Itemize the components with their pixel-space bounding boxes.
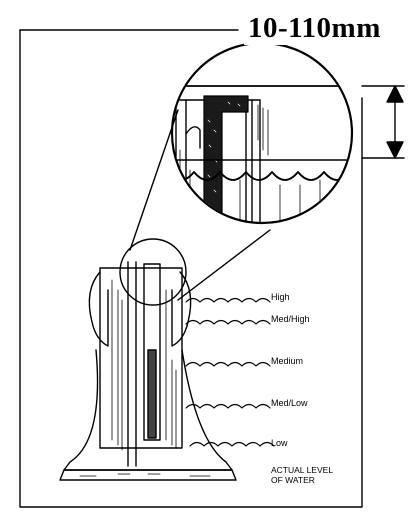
wave-med-low [185,403,271,409]
float-stem-texture [207,101,241,193]
measurement-range-label: 10-110mm [244,12,385,45]
gauge-wing-left [88,271,109,347]
inner-wall [245,99,253,222]
caption-line-2: OF WATER [271,475,315,485]
magnifier-leader-left [129,109,179,251]
frame [19,29,363,508]
base-markings [79,473,211,477]
float-indicator [147,349,157,439]
gauge-base [59,469,237,481]
wave-low [189,441,275,447]
wave-medium [185,361,271,367]
magnifier-circle [170,41,354,225]
float-tube [127,261,137,467]
water-surface [173,171,351,181]
level-label-medium: Medium [271,356,304,366]
level-label-high: High [271,292,290,302]
gauge-device [59,261,237,481]
zoom-circle [119,238,187,306]
caption-line-1: ACTUAL LEVEL [271,465,334,475]
actual-water-level-caption: ACTUAL LEVEL OF WATER [271,465,333,485]
level-label-low: Low [271,438,288,448]
gauge-shading [111,279,177,451]
wave-med-high [185,319,271,325]
level-label-med-high: Med/High [271,314,310,324]
level-waves [185,297,275,447]
float-stem [203,95,249,222]
gauge-body [99,267,183,449]
magnifier [170,41,354,225]
dimension-marker [361,85,405,159]
level-label-med-low: Med/Low [271,398,308,408]
hatching [179,104,321,221]
magnifier-leader-right [177,229,271,301]
float-tube-inner [143,263,161,441]
hook-detail [185,126,201,149]
wave-high [185,297,271,303]
